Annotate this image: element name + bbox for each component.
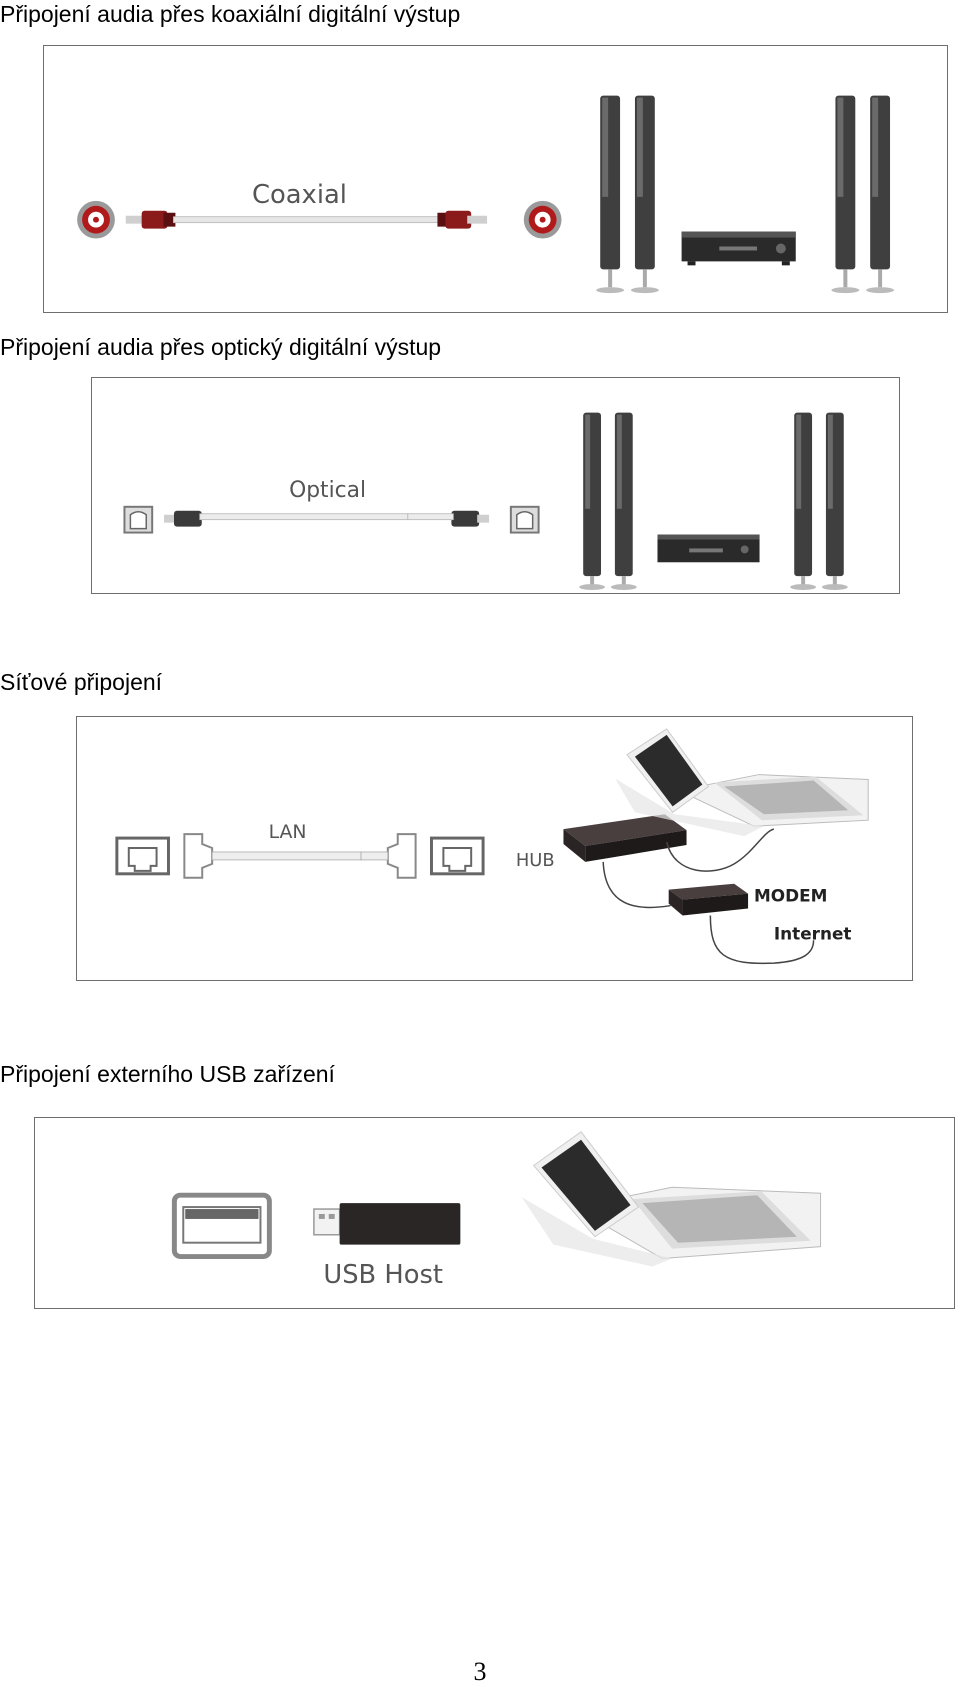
- optical-cable-icon: [164, 510, 490, 527]
- hub-icon: [563, 814, 687, 862]
- page-number: 3: [473, 1657, 487, 1686]
- network-diagram: LAN HUB MODEM Internet: [76, 716, 913, 981]
- optical-port-right-icon: [509, 505, 540, 534]
- coaxial-jack-left-icon: [77, 200, 115, 239]
- coaxial-diagram: Coaxial: [43, 45, 948, 313]
- heading-optical: Připojení audia přes optický digitální v…: [0, 334, 442, 360]
- heading-coaxial: Připojení audia přes koaxiální digitální…: [0, 1, 461, 27]
- coaxial-jack-right-icon: [523, 200, 562, 239]
- coaxial-cable-label: Coaxial: [252, 180, 347, 210]
- optical-port-left-icon: [123, 505, 154, 534]
- coaxial-cable-icon: [125, 210, 488, 229]
- usb-host-label: USB Host: [323, 1260, 443, 1290]
- network-illustration: LAN HUB MODEM Internet: [115, 728, 869, 965]
- heading-usb: Připojení externího USB zařízení: [0, 1061, 335, 1087]
- lan-port-right-icon: [429, 836, 485, 876]
- lan-port-left-icon: [115, 836, 170, 876]
- laptop-icon: [521, 1131, 822, 1267]
- speakers-right-icon: [831, 95, 895, 294]
- usb-diagram: USB Host: [34, 1117, 955, 1309]
- network-wires-icon: [602, 828, 815, 965]
- modem-label: MODEM: [754, 886, 827, 906]
- laptop-icon: [615, 728, 869, 837]
- av-receiver-icon: [657, 534, 760, 563]
- heading-network: Síťové připojení: [0, 669, 163, 695]
- av-receiver-icon: [681, 231, 796, 266]
- usb-illustration: USB Host: [171, 1131, 822, 1290]
- optical-diagram: Optical: [91, 377, 900, 594]
- internet-label: Internet: [774, 923, 852, 943]
- hub-label: HUB: [516, 850, 555, 871]
- lan-cable-icon: [183, 833, 417, 879]
- modem-icon: [668, 883, 749, 916]
- usb-port-icon: [171, 1192, 272, 1260]
- optical-cable-label: Optical: [289, 478, 366, 503]
- speakers-right-icon: [790, 412, 848, 591]
- speakers-left-icon: [579, 412, 637, 591]
- usb-stick-icon: [313, 1203, 461, 1245]
- lan-cable-label: LAN: [269, 822, 307, 843]
- speakers-left-icon: [596, 95, 659, 294]
- optical-illustration: Optical: [123, 412, 848, 591]
- coaxial-illustration: Coaxial: [77, 95, 895, 294]
